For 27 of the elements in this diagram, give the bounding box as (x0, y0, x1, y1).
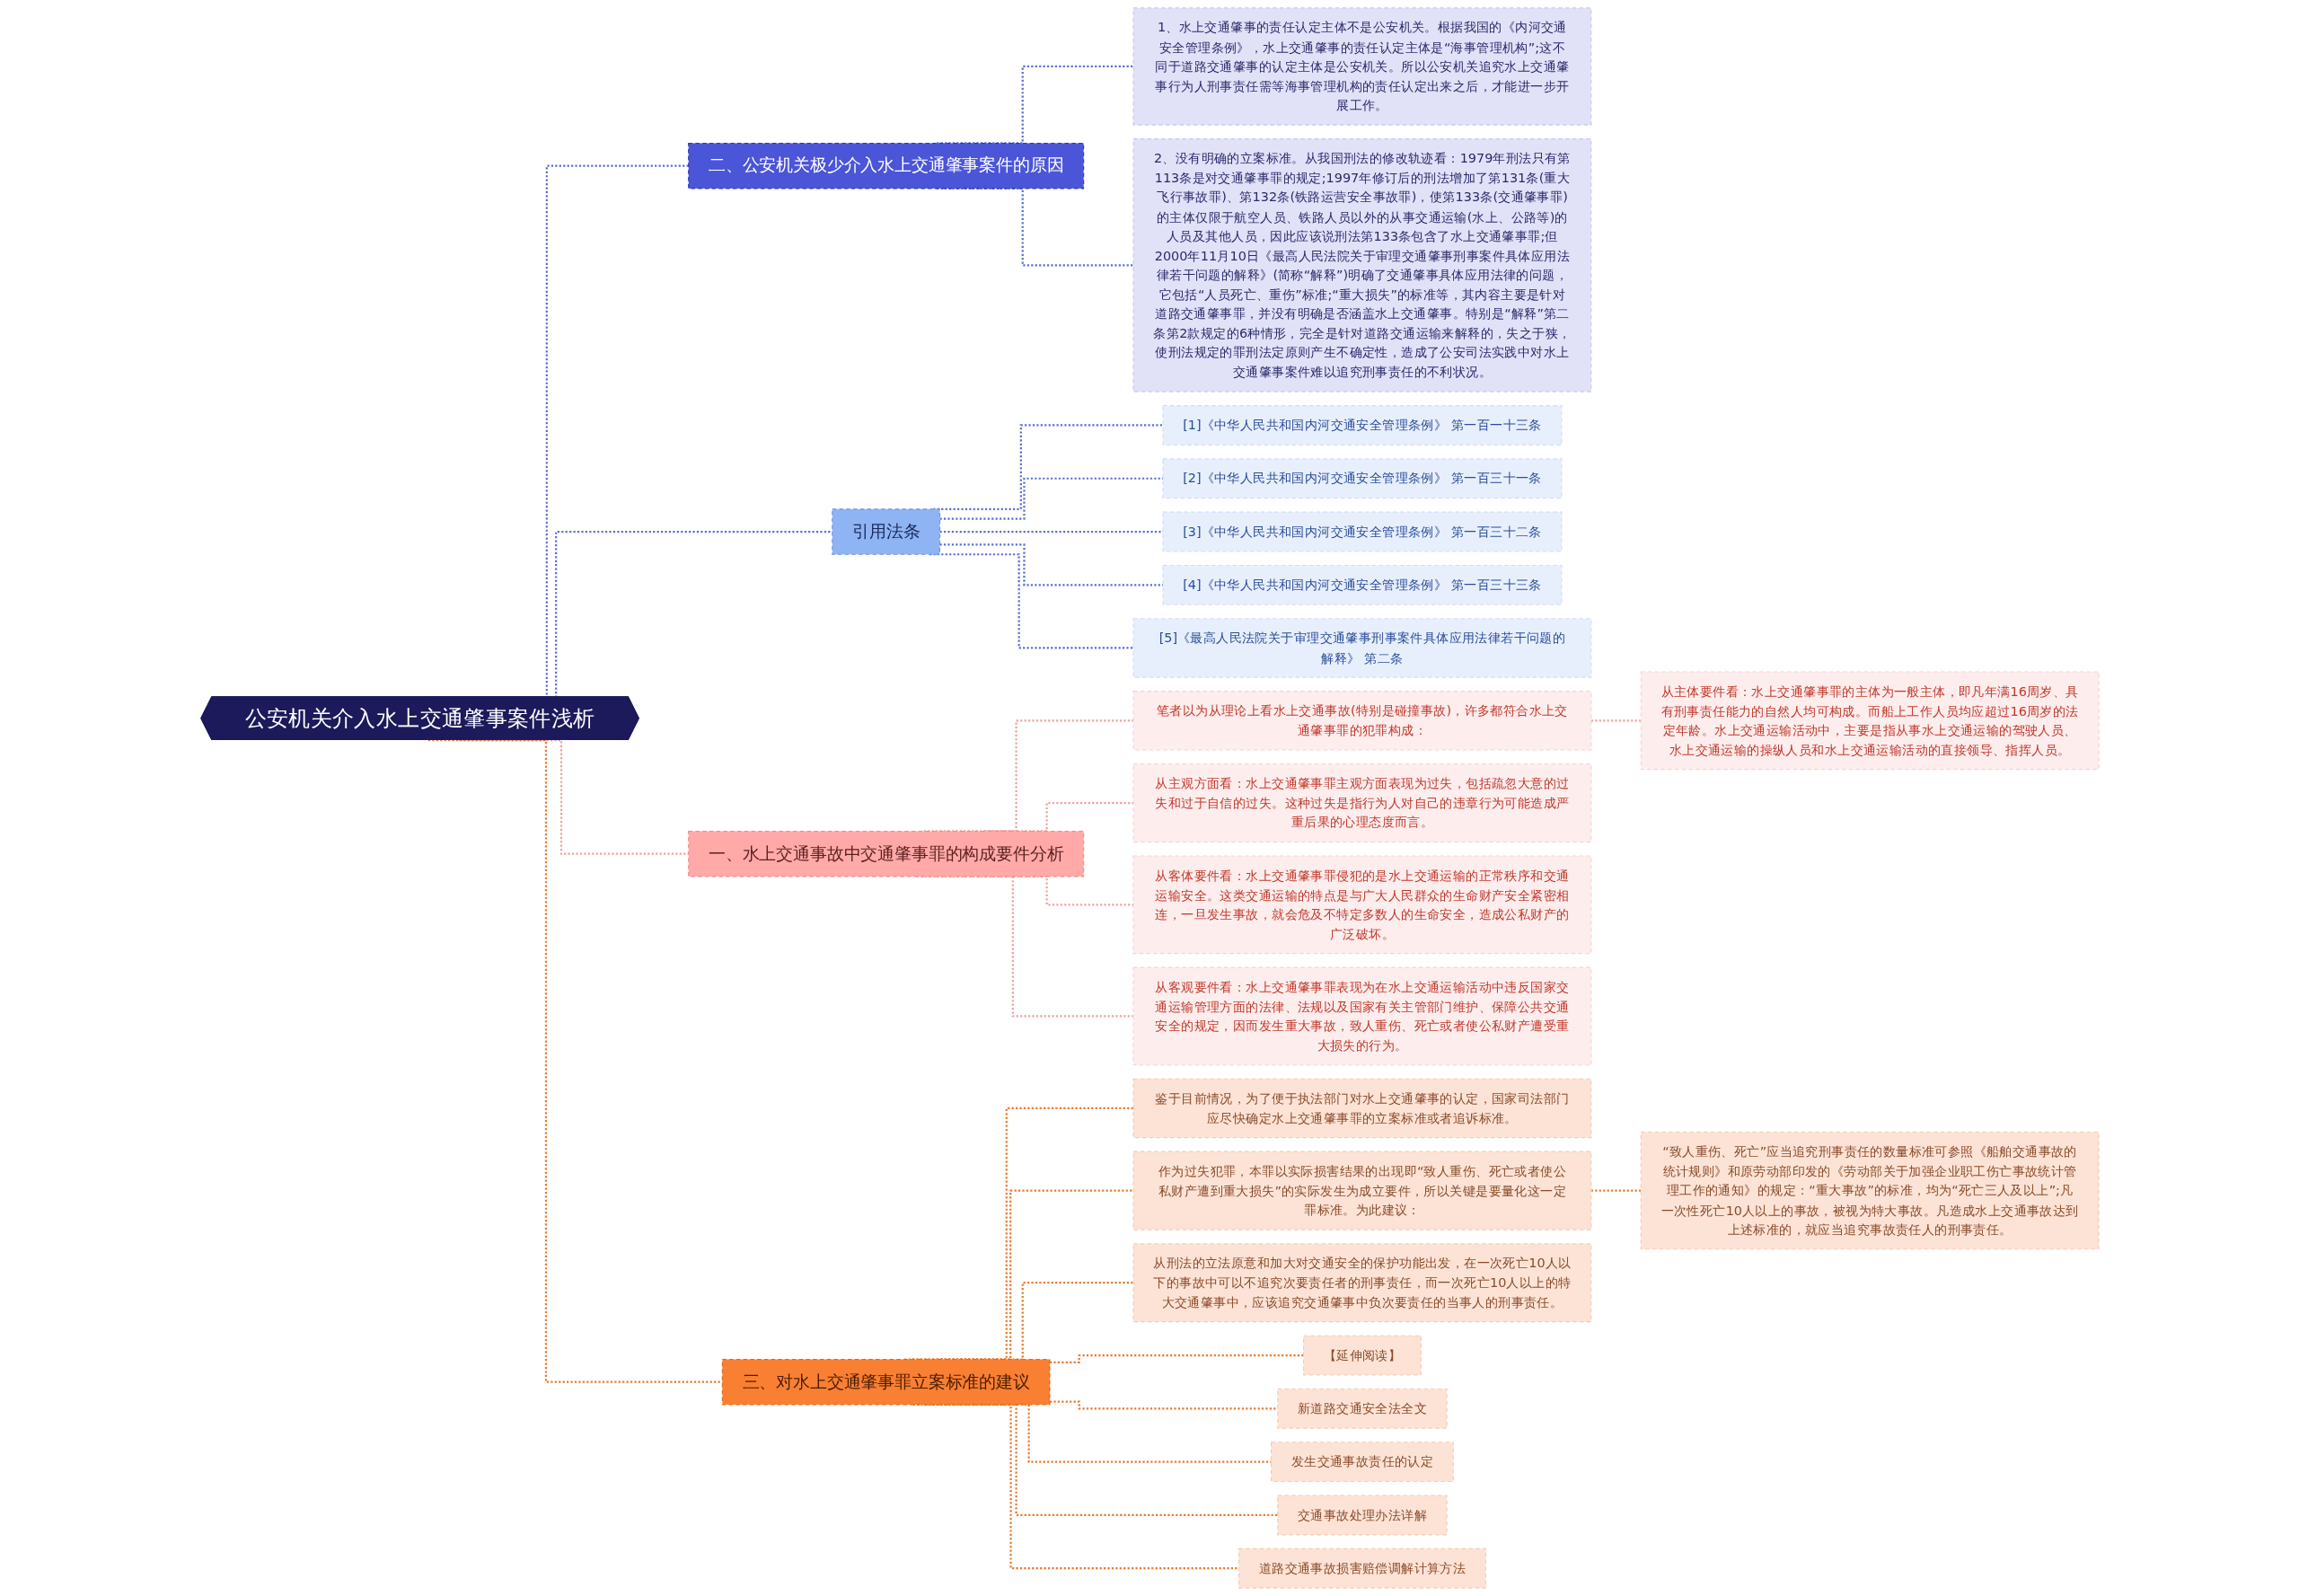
node-box: 1、水上交通肇事的责任认定主体不是公安机关。根据我国的《内河交通安全管理条例》，水上交通肇事的责任认定主体是“海事管理机构”;这不同于道路交通肇事的认定主体是公安机关。所以公安机关追究水上交通肇事行为人刑事责任需等海事管理机构的责任认定出来之后，才能进一步开展工作。 (1132, 7, 1591, 126)
node-box: [4]《中华人民共和国内河交通安全管理条例》 第一百三十三条 (1162, 564, 1562, 605)
node-box: 【延伸阅读】 (1302, 1335, 1422, 1376)
node-box: 新道路交通安全法全文 (1276, 1388, 1448, 1429)
node-box: 2、没有明确的立案标准。从我国刑法的修改轨迹看：1979年刑法只有第113条是对交通肇事罪的规定;1997年修订后的刑法增加了第131条(重大飞行事故罪)、第132条(铁路运营安全事故罪)，使第133条(交通肇事罪)的主体仅限于航空人员、铁路人员以外的从事交通运输(水上、公路等)的人员及其他人员，因此应该说刑法第133条包含了水上交通肇事罪;但2000年11月10日《最高人民法院关于审理交通肇事刑事案件具体应用法律若干问题的解释》(简称“解释”)明确了交通肇事具体应用法律的问题，它包括“人员死亡、重伤”标准;“重大损失”的标准等，其内容主要是针对道路交通肇事罪，并没有明确是否涵盖水上交通肇事。特别是“解释”第二条第2款规定的6种情形，完全是针对道路交通运输来解释的，失之于狭，使刑法规定的罪刑法定原则产生不确定性，造成了公安司法实践中对水上交通肇事案件难以追究刑事责任的不利状况。 (1132, 138, 1591, 392)
node-box: 发生交通事故责任的认定 (1270, 1442, 1454, 1483)
connector (427, 738, 722, 1383)
node-box: 鉴于目前情况，为了便于执法部门对水上交通肇事的认定，国家司法部门应尽快确定水上交通肇事罪的立案标准或者追诉标准。 (1132, 1078, 1591, 1139)
node-box: 从刑法的立法原意和加大对交通安全的保护功能出发，在一次死亡10人以下的事故中可以不追究次要责任者的刑事责任，而一次死亡10人以上的特大交通肇事中，应该追究交通肇事中负次要责任的当事人的刑事责任。 (1132, 1243, 1591, 1323)
node-box: [2]《中华人民共和国内河交通安全管理条例》 第一百三十一条 (1162, 458, 1562, 499)
node-box: 一、水上交通事故中交通肇事罪的构成要件分析 (687, 830, 1084, 877)
connector (1049, 1400, 1278, 1410)
node-box: 从主体要件看：水上交通肇事罪的主体为一般主体，即凡年满16周岁、具有刑事责任能力的自然人均可构成。而船上工作人员均应超过16周岁的法定年龄。水上交通运输活动中，主要是指从事水上交通运输的驾驶人员、水上交通运输的操纵人员和水上交通运输活动的直接领导、指挥人员。 (1640, 671, 2100, 771)
node-box: 道路交通事故损害赔偿调解计算方法 (1238, 1548, 1486, 1589)
node-box: 从主观方面看：水上交通肇事罪主观方面表现为过失，包括疏忽大意的过失和过于自信的过失。这种过失是指行为人对自己的违章行为可能造成严重后果的心理态度而言。 (1132, 763, 1591, 843)
node-box: [5]《最高人民法院关于审理交通肇事刑事案件具体应用法律若干问题的解释》 第二条 (1132, 618, 1591, 678)
node-box: 二、公安机关极少介入水上交通肇事案件的原因 (687, 142, 1084, 190)
node-box: 作为过失犯罪，本罪以实际损害结果的出现即“致人重伤、死亡或者使公私财产遭到重大损失”的实际发生为成立要件，所以关键是要量化这一定罪标准。为此建议： (1132, 1151, 1591, 1230)
node-box: 交通事故处理办法详解 (1276, 1495, 1448, 1536)
node-box: [3]《中华人民共和国内河交通安全管理条例》 第一百三十二条 (1162, 511, 1562, 552)
node-box: 从客体要件看：水上交通肇事罪侵犯的是水上交通运输的正常秩序和交通运输安全。这类交通运输的特点是与广大人民群众的生命财产安全紧密相连，一旦发生事故，就会危及不特定多数人的生命安全，造成公私财产的广泛破坏。 (1132, 855, 1591, 955)
node-box: 三、对水上交通肇事罪立案标准的建议 (721, 1358, 1051, 1406)
node-box: 引用法条 (831, 508, 940, 555)
node-box: 从客观要件看：水上交通肇事罪表现为在水上交通运输活动中违反国家交通运输管理方面的法律、法规以及国家有关主管部门维护、保障公共交通安全的规定，因而发生重大事故，致人重伤、死亡或者使公私财产遭受重大损失的行为。 (1132, 966, 1591, 1066)
node-box: 笔者以为从理论上看水上交通事故(特别是碰撞事故)，许多都符合水上交通肇事罪的犯罪构成： (1132, 691, 1591, 751)
node-box: “致人重伤、死亡”应当追究刑事责任的数量标准可参照《船舶交通事故的统计规则》和原劳动部印发的《劳动部关于加强企业职工伤亡事故统计管理工作的通知》的规定：“重大事故”的标准，均为“死亡三人及以上”;凡一次性死亡10人以上的事故，被视为特大事故。凡造成水上交通事故达到上述标准的，就应当追究事故责任人的刑事责任。 (1640, 1132, 2100, 1250)
node-box: [1]《中华人民共和国内河交通安全管理条例》 第一百一十三条 (1162, 405, 1562, 445)
